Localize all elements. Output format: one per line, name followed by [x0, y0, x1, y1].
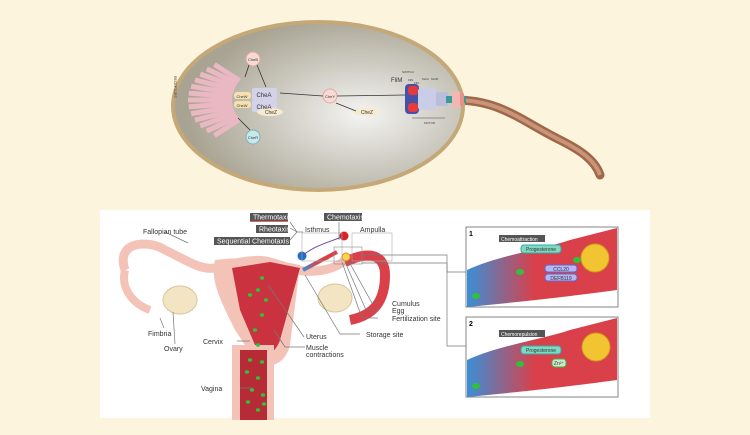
panel-chemoattraction: 1 Chemoattraction Progesterone CCL20 DEF…	[465, 226, 619, 308]
ovary-label: Ovary	[164, 346, 183, 353]
sperm-cell	[244, 370, 250, 374]
sperm-cell	[259, 360, 265, 364]
rheotaxis-label: Rheotaxis	[259, 227, 291, 234]
sperm-cell	[261, 402, 267, 406]
progesterone-label-1: Progesterone	[526, 247, 556, 253]
receptor	[205, 66, 239, 86]
sperm-cell	[255, 288, 261, 292]
receptor	[213, 117, 242, 138]
receptor	[190, 104, 234, 117]
chey-label: CheY	[325, 94, 335, 99]
ovary-right	[317, 283, 353, 313]
motor-label: MOTOR	[424, 121, 436, 125]
sperm-cell	[263, 298, 269, 302]
flagellum	[450, 95, 605, 180]
bacterium-illustration: RECEPTORS CheB CheW CheW CheA CheA CheZ …	[171, 20, 605, 192]
sperm-cell	[249, 388, 255, 392]
receptor	[188, 90, 233, 99]
fertilization-site-label: Fertilization site	[392, 316, 441, 323]
chew-label-1: CheW	[236, 94, 247, 99]
egg-label: Egg	[392, 308, 405, 315]
tag-chemotaxis: Chemotaxis	[324, 213, 364, 222]
sperm-cell	[247, 293, 253, 297]
motb-label: MotB	[431, 77, 438, 81]
receptor	[194, 107, 235, 123]
receptor	[213, 62, 242, 83]
sperm-cell	[259, 276, 265, 280]
panel-2-number: 2	[469, 321, 473, 328]
receptors	[188, 62, 242, 138]
receptor	[194, 77, 235, 93]
panel-chemorepulsion: 2 Chemorepulsion Progesterone Zn²⁺	[465, 316, 619, 398]
progesterone-label-2: Progesterone	[526, 348, 556, 354]
cher-label: CheR	[248, 135, 258, 140]
receptor	[199, 111, 237, 129]
ovary-left	[162, 285, 198, 315]
receptor	[205, 114, 239, 134]
ampulla-label: Ampulla	[360, 227, 385, 234]
sperm-cell	[255, 408, 261, 412]
receptors-label: RECEPTORS	[173, 76, 177, 98]
sperm-cell	[255, 343, 261, 347]
receptor	[188, 101, 233, 110]
flin-label: FliN	[408, 78, 413, 82]
panel-1-number: 1	[469, 231, 473, 238]
ccl20-label: CCL20	[553, 267, 569, 273]
vagina-label: Vagina	[201, 386, 222, 393]
sperm-cell	[252, 328, 258, 332]
sperm-cell	[247, 358, 253, 362]
chemoattraction-label: Chemoattraction	[501, 237, 538, 243]
cumulus-label: Cumulus	[392, 301, 420, 308]
female-reproductive-tract	[118, 221, 466, 420]
chez-label-1: CheZ	[265, 110, 277, 116]
chew-label-2: CheW	[236, 103, 247, 108]
sequential-chemotaxis-label: Sequential Chemotaxis ?	[217, 239, 295, 246]
sperm-cell	[260, 393, 266, 397]
isthmus-label: Isthmus	[305, 227, 330, 234]
tag-sequential-chemotaxis: Sequential Chemotaxis ?	[214, 237, 295, 246]
flagellar-motor	[405, 84, 466, 119]
cervix-label: Cervix	[203, 339, 223, 346]
chez-label-2: CheZ	[361, 110, 373, 116]
thermotaxis-label: Thermotaxis	[253, 215, 292, 222]
sperm-cell	[259, 313, 265, 317]
receptor	[199, 71, 237, 89]
sperm-cell	[245, 400, 251, 404]
storage-site-label: Storage site	[366, 332, 403, 339]
flim-label: FliM	[391, 78, 402, 84]
sperm-cell	[255, 376, 261, 380]
receptor	[190, 83, 234, 96]
uterus-label: Uterus	[306, 334, 327, 341]
muscle-contractions-label-1: Muscle	[306, 345, 328, 352]
defb119-label: DEFB119	[550, 276, 572, 282]
flig-label: FliG	[414, 81, 420, 85]
chemotaxis-label: Chemotaxis	[327, 215, 364, 222]
chea-label-2: CheA	[256, 105, 271, 111]
switch-label: SWITCH	[402, 70, 414, 74]
chemorepulsion-label: Chemorepulsion	[501, 332, 538, 338]
muscle-contractions-label-2: contractions	[306, 352, 344, 359]
fallopian-tube-label: Fallopian tube	[143, 229, 187, 236]
egg	[341, 252, 351, 262]
mota-label: MotA	[422, 77, 429, 81]
zinc-label: Zn²⁺	[554, 361, 565, 367]
tag-thermotaxis: Thermotaxis	[250, 213, 292, 222]
cheb-label: CheB	[248, 57, 258, 62]
tag-rheotaxis: Rheotaxis	[256, 225, 291, 234]
fimbria-label: Fimbria	[148, 331, 171, 338]
chea-label-1: CheA	[256, 93, 271, 99]
